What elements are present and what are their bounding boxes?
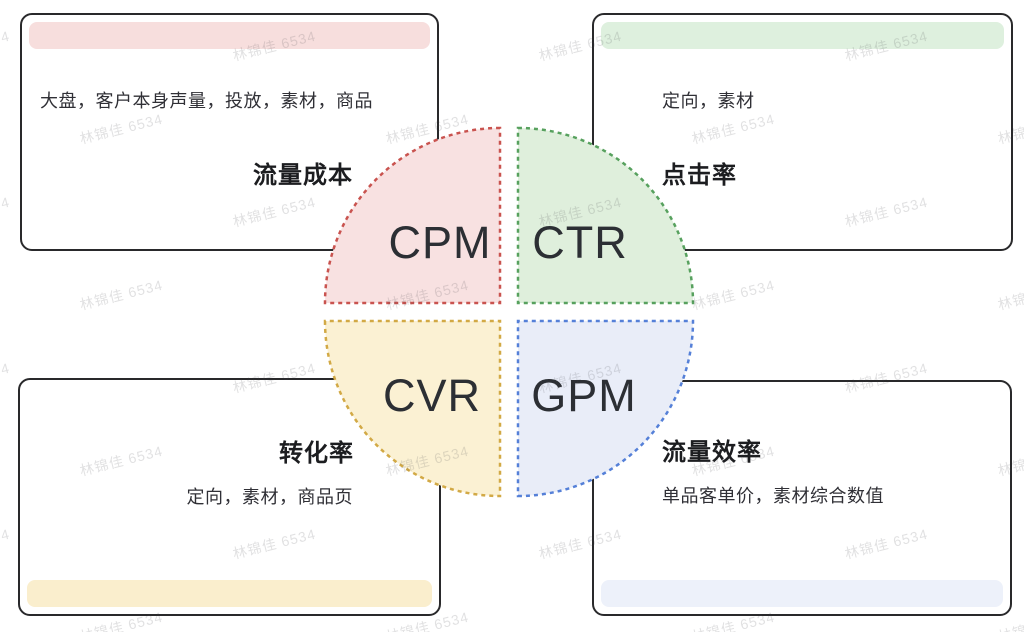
traffic-efficiency-description: 单品客单价，素材综合数值 (662, 486, 884, 506)
accent-bar-conversion-rate (27, 580, 432, 607)
watermark-text: 林锦佳 6534 (0, 359, 12, 396)
card-conversion-rate: 转化率 定向，素材，商品页 (18, 378, 441, 616)
watermark-text: 林锦佳 6534 (0, 193, 12, 230)
accent-bar-traffic-cost (29, 22, 430, 49)
traffic-cost-title: 流量成本 (253, 162, 353, 189)
watermark-text: 林锦佳 6534 (78, 276, 165, 313)
card-click-rate: 定向，素材 点击率 (592, 13, 1013, 251)
card-traffic-efficiency: 流量效率 单品客单价，素材综合数值 (592, 380, 1012, 616)
watermark-text: 林锦佳 6534 (996, 277, 1024, 313)
watermark-text: 林锦佳 6534 (0, 525, 12, 562)
watermark-text: 林锦佳 6534 (0, 27, 12, 64)
accent-bar-click-rate (601, 22, 1004, 49)
card-traffic-cost: 大盘，客户本身声量，投放，素材，商品 流量成本 (20, 13, 439, 251)
click-rate-description: 定向，素材 (662, 91, 755, 111)
accent-bar-traffic-efficiency (601, 580, 1003, 607)
watermark-text: 林锦佳 6534 (690, 276, 777, 313)
watermark-text: 林锦佳 6534 (384, 276, 471, 313)
traffic-cost-description: 大盘，客户本身声量，投放，素材，商品 (40, 91, 373, 111)
click-rate-title: 点击率 (662, 162, 737, 189)
conversion-rate-title: 转化率 (279, 440, 354, 467)
conversion-rate-description: 定向，素材，商品页 (186, 487, 353, 507)
traffic-efficiency-title: 流量效率 (662, 439, 762, 466)
